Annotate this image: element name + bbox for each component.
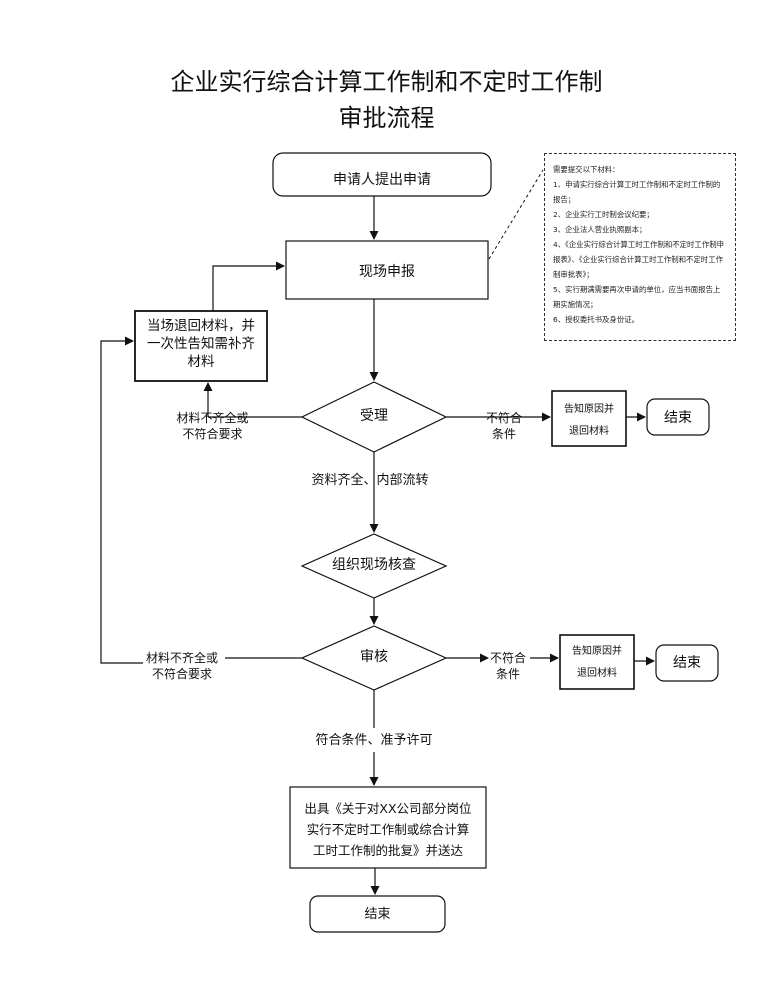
incomplete1-label: 材料不齐全或 不符合要求 [160,410,265,442]
issue-text-line3: 工时工作制的批复》并送达 [312,843,463,858]
arrow-review-return [100,336,143,664]
diagram-title-line2: 审批流程 [338,104,435,132]
notmeet2-line2: 条件 [495,667,520,682]
end3-node-shape [309,895,446,933]
review-decision: 审核 [360,649,388,665]
accept-decision: 受理 [360,408,388,424]
end2-node-shape [655,644,719,682]
end3-node: 结束 [364,907,391,922]
notmeet2-label: 不符合 条件 [482,650,534,682]
issue-node-shape [289,786,487,869]
reason2-node-shape [559,634,635,690]
note-item: 5、实行期满需要再次申请的单位，应当书面报告上期实施情况； [553,285,721,309]
reason2-node: 告知原因并 退回材料 [560,641,634,685]
issue-node: 出具《关于对XX公司部分岗位 实行不定时工作制或综合计算 工时工作制的批复》并送… [290,798,486,861]
return-node: 当场退回材料，并 一次性告知需补齐 材料 [135,317,267,372]
apply-node-shape [272,152,492,197]
reason1-text-line1: 告知原因并 [564,404,614,415]
issue-text-line1: 出具《关于对XX公司部分岗位 [304,801,472,816]
issue-text-line2: 实行不定时工作制或综合计算 [306,822,470,837]
materials-note: 需要提交以下材料： 1、申请实行综合计算工时工作制和不定时工作制的报告； 2、企… [544,153,736,341]
organize-decision: 组织现场核查 [332,557,416,573]
note-item: 6、授权委托书及身份证。 [553,315,640,324]
end1-node-shape [646,398,710,436]
note-header: 需要提交以下材料： [553,165,620,174]
incomplete1-line2: 不符合要求 [182,427,243,442]
incomplete2-label: 材料不齐全或 不符合要求 [132,650,232,682]
apply-node: 申请人提出申请 [333,172,431,188]
incomplete1-line1: 材料不齐全或 [176,411,249,425]
reason2-text-line2: 退回材料 [577,668,617,679]
end2-node: 结束 [673,655,701,671]
diagram-title-line1: 企业实行综合计算工作制和不定时工作制 [170,68,603,96]
reason1-node-shape [551,390,627,447]
onsite-node-shape [285,240,489,300]
onsite-node: 现场申报 [359,264,415,280]
reason2-text-line1: 告知原因并 [572,646,622,657]
arrow-return-onsite [212,261,285,311]
note-item: 2、企业实行工时制会议纪要； [553,210,654,219]
note-callout-line [488,169,544,260]
note-item: 4、《企业实行综合计算工时工作制和不定时工作制申报表》、《企业实行综合计算工时工… [553,240,724,279]
incomplete2-line1: 材料不齐全或 [145,651,218,665]
return-text-line2: 一次性告知需补齐 [147,336,255,353]
notmeet1-label: 不符合 条件 [478,410,530,442]
note-item: 3、企业法人营业执照副本； [553,225,647,234]
reason1-text-line2: 退回材料 [569,426,609,437]
return-node-shape [134,310,268,382]
approved-label: 符合条件、准予许可 [315,733,433,748]
notmeet2-line1: 不符合 [489,651,526,665]
complete-label: 资料齐全、内部流转 [311,473,429,488]
incomplete2-line2: 不符合要求 [151,667,212,682]
reason1-node: 告知原因并 退回材料 [552,399,626,443]
return-text-line1: 当场退回材料，并 [147,318,255,334]
end1-node: 结束 [664,410,692,426]
notmeet1-line1: 不符合 [485,411,522,425]
return-text-line3: 材料 [187,354,215,371]
note-item: 1、申请实行综合计算工时工作制和不定时工作制的报告； [553,180,721,204]
notmeet1-line2: 条件 [491,427,516,442]
